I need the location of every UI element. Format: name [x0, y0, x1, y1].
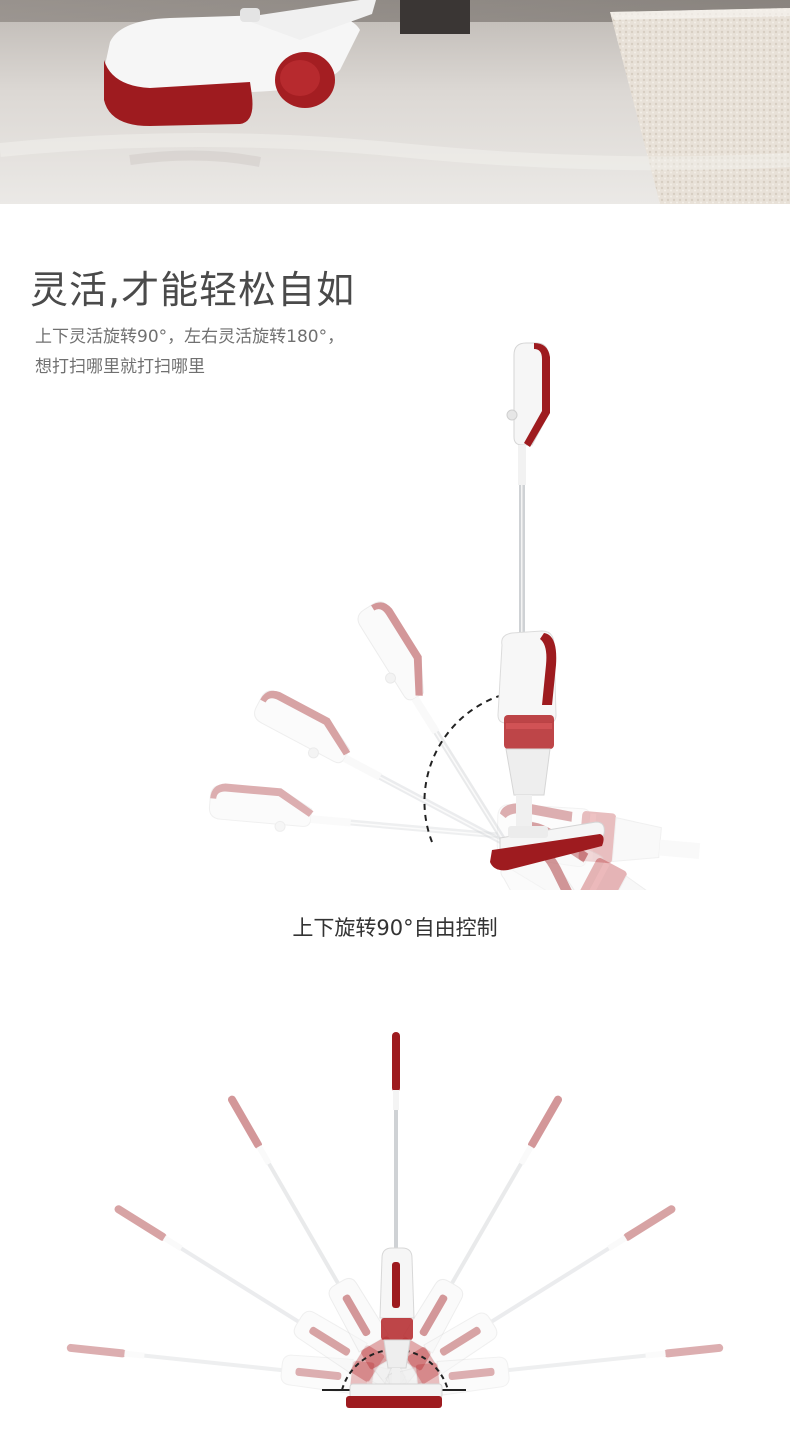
description-line-2: 想打扫哪里就打扫哪里 — [35, 357, 205, 377]
ghost-vacuum-icon — [206, 775, 703, 878]
vertical-rotation-caption: 上下旋转90°自由控制 — [292, 916, 498, 940]
hero-photo-image — [0, 0, 790, 204]
horizontal-rotation-illustration — [0, 1010, 790, 1430]
horizontal-rotation-arc-icon — [341, 1348, 449, 1391]
vertical-rotation-illustration — [0, 330, 790, 1043]
section-heading: 灵活,才能轻松自如 — [30, 268, 356, 312]
section-description: 上下灵活旋转90°，左右灵活旋转180°， 想打扫哪里就打扫哪里 — [35, 322, 344, 382]
center-vacuum-icon — [379, 1031, 415, 1391]
upright-vacuum-icon — [497, 342, 557, 836]
hero-vacuum-icon — [104, 0, 376, 167]
center-floor-brush-icon — [346, 1383, 443, 1408]
hero-photo — [0, 0, 790, 204]
description-line-1: 上下灵活旋转90°，左右灵活旋转180°， — [35, 327, 345, 347]
floor-brush-icon — [490, 821, 605, 871]
rotation-arc-icon — [423, 688, 547, 843]
